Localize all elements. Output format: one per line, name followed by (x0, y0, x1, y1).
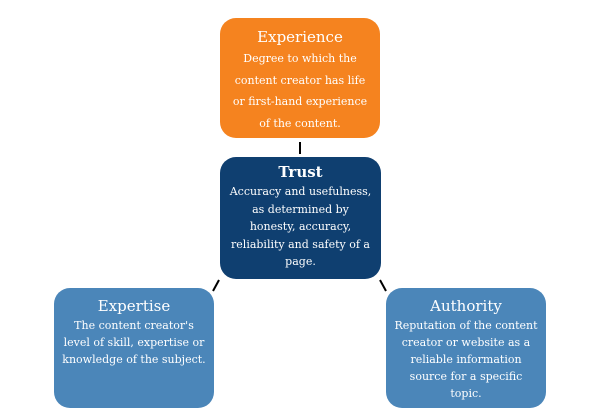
authority-description: Reputation of the content creator or web… (394, 319, 538, 400)
connector-trust-authority (379, 279, 387, 292)
experience-box: Experience Degree to which the content c… (220, 18, 380, 138)
connector-trust-expertise (212, 279, 220, 292)
authority-title: Authority (430, 297, 502, 315)
experience-title: Experience (257, 28, 343, 46)
expertise-title: Expertise (97, 297, 171, 315)
trust-box: Trust Accuracy and usefulness, as determ… (220, 157, 381, 279)
trust-title: Trust (278, 163, 323, 181)
expertise-description: The content creator's level of skill, ex… (62, 319, 206, 366)
authority-box: Authority Reputation of the content crea… (386, 288, 546, 408)
expertise-box: Expertise The content creator's level of… (54, 288, 214, 408)
trust-description: Accuracy and usefulness, as determined b… (229, 185, 372, 268)
experience-description: Degree to which the content creator has … (232, 52, 368, 130)
